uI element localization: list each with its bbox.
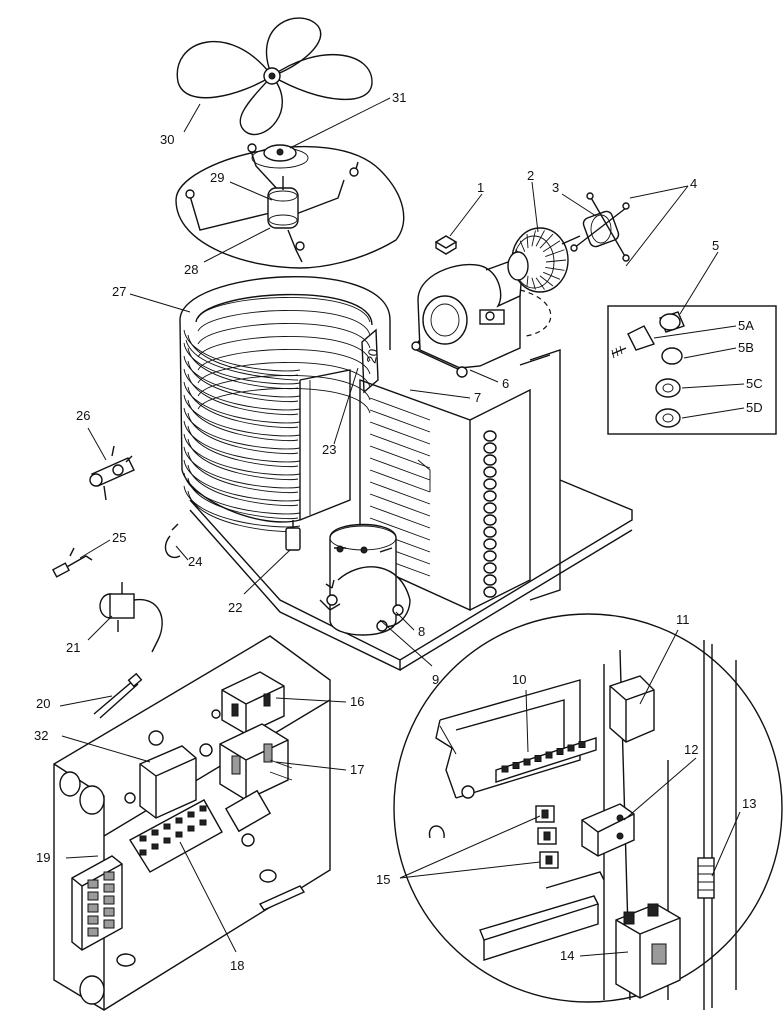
label-5a: 5A: [738, 318, 754, 333]
label-13: 13: [742, 796, 756, 811]
label-15: 15: [376, 872, 390, 887]
label-28: 28: [184, 262, 198, 277]
label-21: 21: [66, 640, 80, 655]
loose-parts: [51, 445, 301, 719]
label-10: 10: [512, 672, 526, 687]
label-16: 16: [350, 694, 364, 709]
label-12: 12: [684, 742, 698, 757]
label-1: 1: [477, 180, 484, 195]
base-pan: [189, 479, 633, 672]
label-5b: 5B: [738, 340, 754, 355]
fittings-box: [607, 305, 777, 435]
fan-blade: [176, 17, 373, 135]
heat-exchanger: [359, 349, 561, 612]
label-11: 11: [676, 612, 690, 627]
label-27: 27: [112, 284, 126, 299]
electrical-box: [53, 635, 331, 1011]
label-29: 29: [210, 170, 224, 185]
label-9: 9: [432, 672, 439, 687]
label-19: 19: [36, 850, 50, 865]
label-30: 30: [160, 132, 174, 147]
label-5d: 5D: [746, 400, 763, 415]
label-14: 14: [560, 948, 574, 963]
label-20: 20: [36, 696, 50, 711]
compressor: [319, 523, 411, 636]
label-17: 17: [350, 762, 364, 777]
condenser-coil: 20: [179, 275, 391, 532]
top-panel: [175, 143, 405, 269]
blower-assembly: [411, 192, 630, 378]
label-7: 7: [474, 390, 481, 405]
label-8: 8: [418, 624, 425, 639]
detail-view: [393, 613, 783, 1010]
label-5: 5: [712, 238, 719, 253]
label-24: 24: [188, 554, 202, 569]
label-2: 2: [527, 168, 534, 183]
svg-text:20: 20: [364, 348, 381, 365]
label-4: 4: [690, 176, 697, 191]
label-18: 18: [230, 958, 244, 973]
label-3: 3: [552, 180, 559, 195]
label-6: 6: [502, 376, 509, 391]
label-22: 22: [228, 600, 242, 615]
leader-lines: [59, 97, 745, 957]
part-labels: 1 2 3 4 5 5A 5B 5C 5D 6 7 8 9 10 11 12 1…: [34, 90, 763, 973]
label-5c: 5C: [746, 376, 763, 391]
label-23: 23: [322, 442, 336, 457]
label-31: 31: [392, 90, 406, 105]
label-32: 32: [34, 728, 48, 743]
label-26: 26: [76, 408, 90, 423]
label-25: 25: [112, 530, 126, 545]
